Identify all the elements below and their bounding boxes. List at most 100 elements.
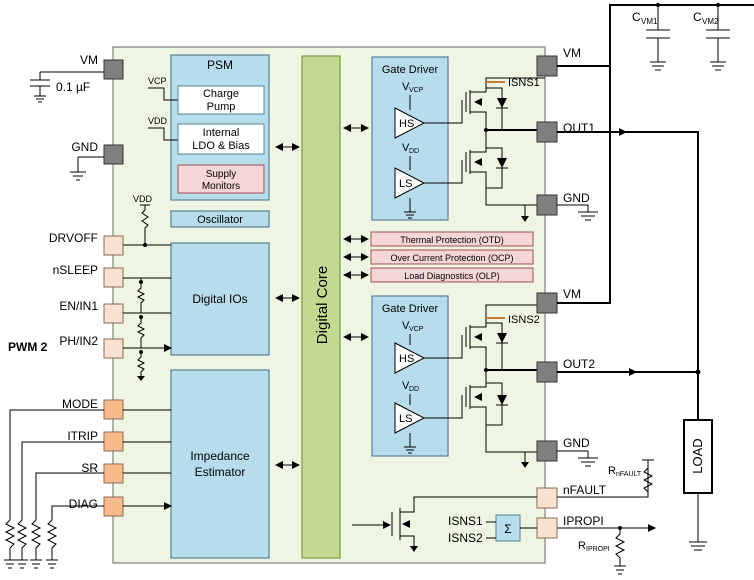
sum-in2-label: ISNS2	[448, 531, 483, 545]
oscillator-block	[170, 210, 270, 228]
ldo-line2: LDO & Bias	[192, 140, 250, 152]
sum-symbol: Σ	[504, 522, 511, 536]
pin-mode	[103, 399, 124, 420]
pin-drvoff-label: DRVOFF	[49, 231, 98, 245]
pin-gnd-label: GND	[71, 140, 98, 154]
pin-en	[103, 303, 124, 324]
gd1-hs-amp	[394, 107, 426, 139]
gd1-ls-label: LS	[399, 178, 412, 190]
cvm1-label: C	[632, 10, 641, 24]
hbridge-2	[424, 304, 545, 468]
gd2-vdd-sub: DD	[409, 386, 419, 393]
gd2-gnd-symbol	[404, 446, 416, 454]
gd2-vvcp: V	[402, 320, 410, 332]
ldo-line1: Internal	[203, 127, 240, 139]
gd2-ls-amp	[394, 402, 426, 434]
isns1-label: ISNS1	[508, 77, 540, 89]
olp-label: Load Diagnostics (OLP)	[404, 271, 500, 281]
pin-en-label: EN/IN1	[59, 299, 98, 313]
ocp-label: Over Current Protection (OCP)	[390, 253, 513, 263]
gnd-wire	[70, 156, 104, 181]
thermal-protection	[370, 231, 534, 247]
pin-ipropi	[536, 517, 558, 539]
pin-vm1	[536, 55, 558, 77]
vcp-wire	[148, 87, 178, 101]
core-links	[275, 124, 369, 469]
load-block	[683, 419, 713, 494]
ldo-block	[177, 123, 265, 155]
load-wiring	[557, 128, 707, 551]
pin-sr	[103, 463, 124, 484]
config-pins	[4, 399, 171, 569]
psm-vdd-label: VDD	[148, 116, 168, 126]
pin-vm-label: VM	[80, 53, 98, 67]
psm-title: PSM	[207, 58, 233, 72]
gd2-vvcp-sub: VCP	[409, 326, 424, 333]
cvm2-label: C	[693, 10, 702, 24]
vdd-pullup-label: VDD	[133, 194, 153, 204]
ripropi-sub: IPROPI	[586, 546, 610, 553]
pin-gnd	[103, 144, 124, 165]
charge-pump-block	[177, 85, 265, 115]
oscillator-label: Oscillator	[197, 214, 243, 226]
pin-gnd1	[536, 194, 558, 216]
isns2-label: ISNS2	[508, 314, 540, 326]
pin-out2-label: OUT2	[563, 357, 595, 371]
input-pins	[103, 235, 171, 381]
pin-sr-label: SR	[81, 461, 98, 475]
pin-nfault	[536, 487, 558, 509]
pin-gnd1-label: GND	[563, 191, 590, 205]
pin-ipropi-label: IPROPI	[563, 514, 604, 528]
charge-pump-line1: Charge	[203, 88, 239, 100]
digital-ios-label: Digital IOs	[192, 292, 247, 306]
pin-nsleep	[103, 267, 124, 288]
gate-driver-2-title: Gate Driver	[382, 303, 439, 315]
impedance-line1: Impedance	[190, 449, 250, 463]
digital-core-block	[301, 55, 341, 559]
impedance-line2: Estimator	[195, 465, 246, 479]
rnfault-label: R	[608, 465, 616, 477]
gd1-vvcp-sub: VCP	[409, 87, 424, 94]
psm-vcp-label: VCP	[148, 76, 167, 86]
pin-vm1-label: VM	[563, 46, 581, 60]
cap-label: 0.1 µF	[56, 80, 90, 94]
pin-drvoff	[103, 235, 124, 256]
pin-itrip	[103, 431, 124, 452]
pin-gnd2	[536, 440, 558, 462]
pin-out1	[536, 121, 558, 143]
olp-block	[370, 267, 534, 283]
pin-diag-label: DIAG	[69, 497, 98, 511]
vm-rails	[557, 3, 754, 467]
gate-driver-1	[371, 56, 449, 221]
gd1-hs-label: HS	[399, 118, 414, 130]
gate-driver-1-title: Gate Driver	[382, 64, 439, 76]
thermal-protection-label: Thermal Protection (OTD)	[400, 235, 504, 245]
gd2-hs-amp	[394, 342, 426, 374]
cvm1-sub: VM1	[641, 17, 658, 26]
pin-vm	[103, 59, 124, 80]
decap	[30, 72, 50, 103]
vdd-pullup	[140, 204, 150, 245]
gate-driver-2	[371, 295, 449, 457]
supply-monitors-line1: Supply	[206, 169, 237, 180]
gd2-hs-label: HS	[399, 353, 414, 365]
pin-ph-label: PH/IN2	[59, 334, 98, 348]
sum-in1-label: ISNS1	[448, 514, 483, 528]
hbridge-1	[424, 77, 545, 222]
impedance-block	[170, 369, 270, 559]
pin-itrip-label: ITRIP	[67, 429, 98, 443]
rnfault-sub: nFAULT	[616, 471, 642, 478]
pin-nsleep-label: nSLEEP	[53, 263, 98, 277]
pin-ph	[103, 338, 124, 359]
digital-core-label: Digital Core	[314, 266, 331, 344]
pin-out2	[536, 361, 558, 383]
gd1-vdd-sub: DD	[409, 148, 419, 155]
gd2-vdd: V	[402, 380, 410, 392]
pin-diag	[103, 496, 124, 517]
pin-vm2-label: VM	[563, 287, 581, 301]
gd1-gnd-symbol	[404, 211, 416, 219]
gd1-vvcp: V	[402, 81, 410, 93]
gd1-ls-amp	[394, 167, 426, 199]
gd1-vdd: V	[402, 142, 410, 154]
